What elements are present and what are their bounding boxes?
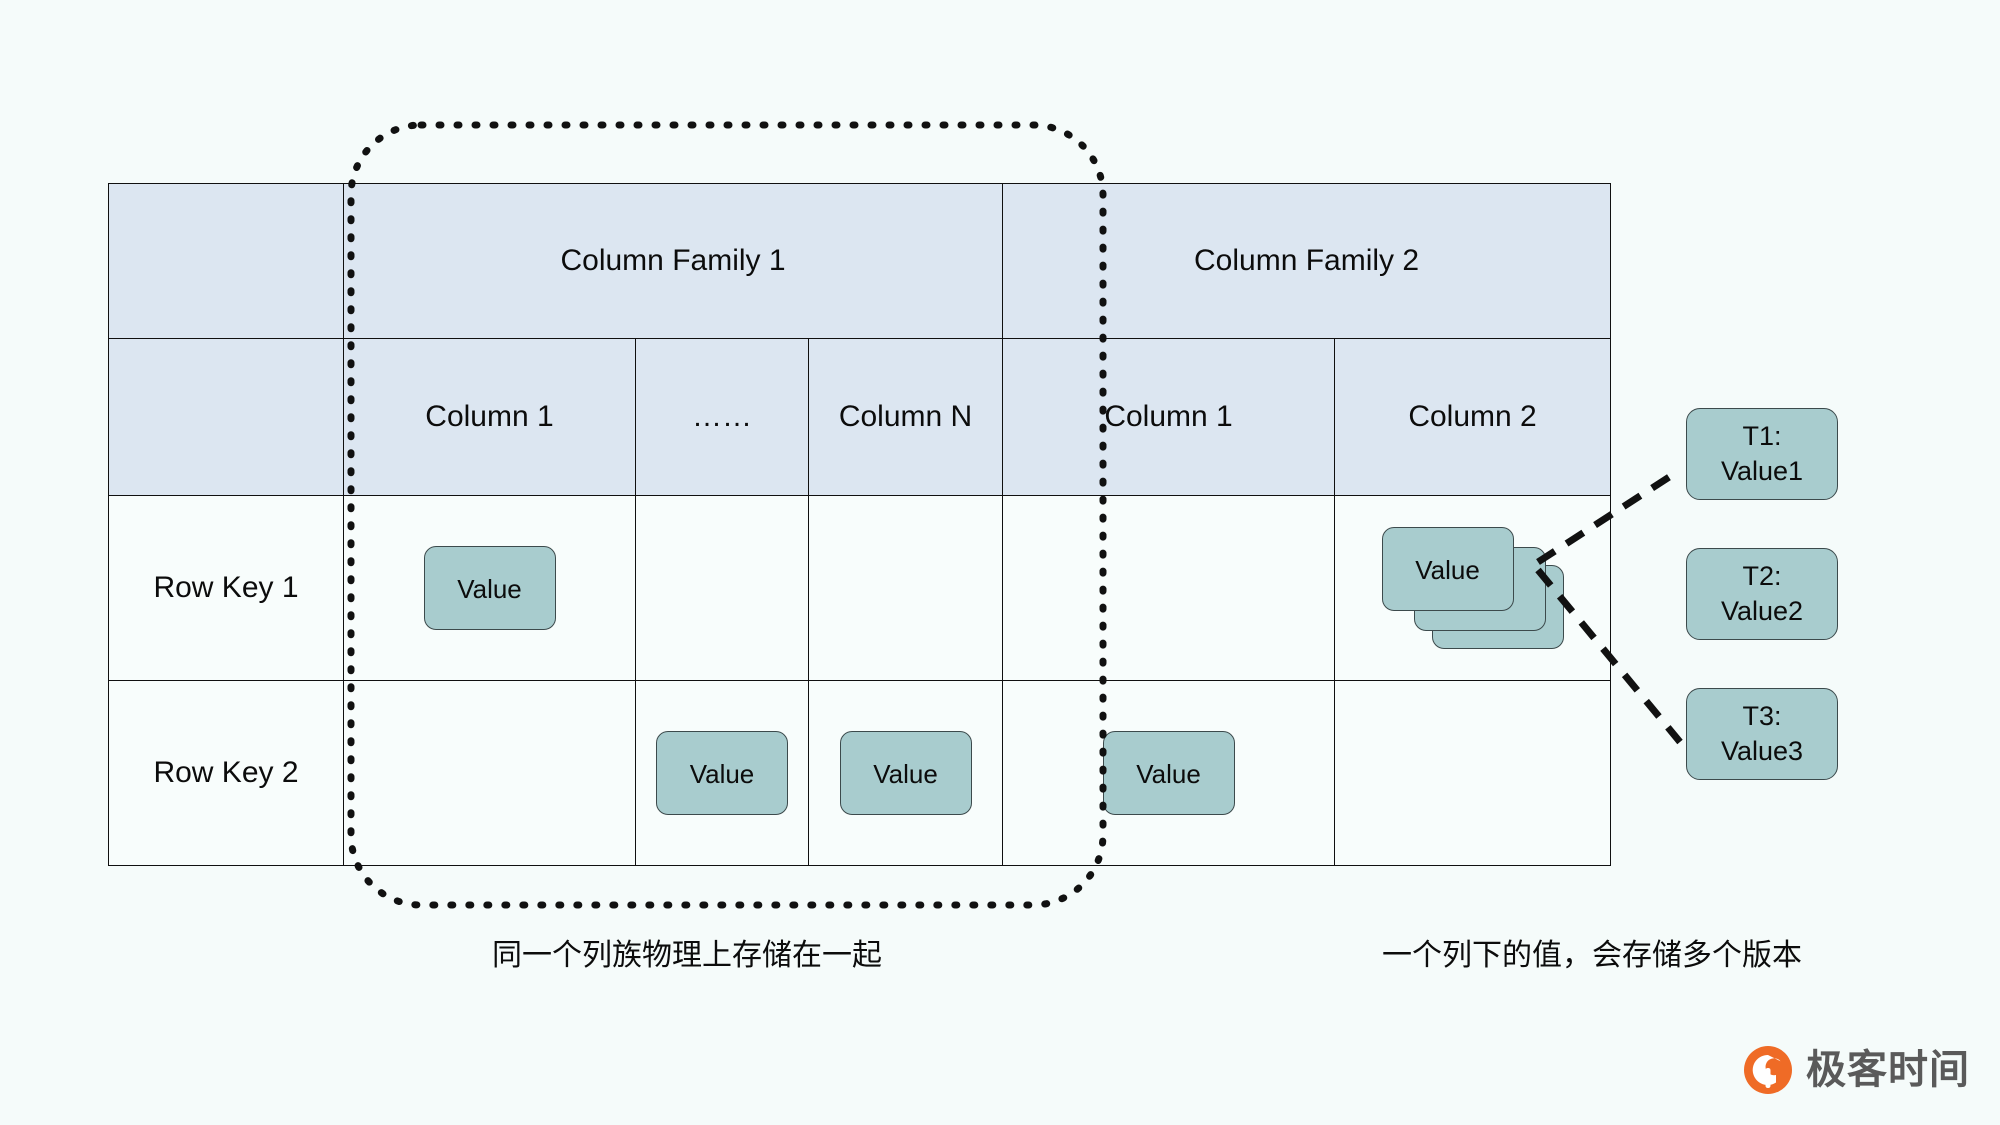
cell-row1-cf2-col2: Value: [1334, 495, 1612, 682]
value-chip: Value: [839, 731, 972, 816]
column-header-cf1-coln: Column N: [807, 337, 1004, 497]
row-key-1-label: Row Key 1: [108, 495, 344, 682]
version-t1-value: Value1: [1720, 456, 1804, 486]
cell-row2-cf1-ellipsis: Value: [635, 680, 809, 866]
column-header-cf2-col1: Column 1: [1002, 337, 1336, 497]
cell-row2-cf1-coln: Value: [807, 680, 1004, 866]
value-chip-stack-layer-front: Value: [1381, 527, 1514, 612]
row-key-2-label: Row Key 2: [108, 680, 344, 866]
rowkey-header-cell: [108, 337, 344, 497]
version-t1-time: T1:: [1742, 421, 1782, 452]
column-header-cf1-col1: Column 1: [343, 337, 636, 497]
column-family-header-row: Column Family 1 Column Family 2: [108, 183, 1612, 339]
version-t3-time: T3:: [1742, 701, 1782, 732]
cell-row2-cf2-col1: Value: [1002, 680, 1336, 866]
table-row: Row Key 1 Value Value: [108, 495, 1612, 682]
version-box-t1: T1: Value1: [1686, 408, 1838, 500]
column-header-row: Column 1 …… Column N Column 1 Column 2: [108, 337, 1612, 497]
version-box-t3: T3: Value3: [1686, 688, 1838, 780]
value-chip: Value: [423, 546, 556, 631]
version-t3-value: Value3: [1720, 736, 1804, 766]
table-row: Row Key 2 Value Value Value: [108, 680, 1612, 866]
brand-logo: 极客时间: [1742, 1044, 1970, 1096]
brand-logo-text: 极客时间: [1806, 1048, 1970, 1092]
table-corner-cell: [108, 183, 344, 339]
caption-column-family-storage: 同一个列族物理上存储在一起: [492, 939, 882, 972]
cell-row2-cf1-col1: [343, 680, 636, 866]
value-chip-stack: Value: [1381, 527, 1564, 650]
caption-multiple-versions: 一个列下的值，会存储多个版本: [1382, 939, 1802, 972]
hbase-schema-table: Column Family 1 Column Family 2 Column 1…: [108, 183, 1612, 866]
column-family-2-header: Column Family 2: [1002, 183, 1612, 339]
cell-row1-cf1-ellipsis: [635, 495, 809, 682]
value-chip: Value: [1102, 731, 1235, 816]
version-box-t2: T2: Value2: [1686, 548, 1838, 640]
cell-row2-cf2-col2: [1334, 680, 1612, 866]
geekbang-logo-icon: [1744, 1046, 1792, 1094]
cell-row1-cf2-col1: [1002, 495, 1336, 682]
column-family-1-header: Column Family 1: [342, 183, 1004, 339]
version-t2-time: T2:: [1742, 561, 1782, 592]
version-t2-value: Value2: [1720, 596, 1804, 626]
column-header-cf2-col2: Column 2: [1334, 337, 1612, 497]
cell-row1-cf1-coln: [807, 495, 1004, 682]
cell-row1-cf1-col1: Value: [343, 495, 636, 682]
value-chip: Value: [656, 731, 788, 816]
column-header-cf1-ellipsis: ……: [635, 337, 809, 497]
